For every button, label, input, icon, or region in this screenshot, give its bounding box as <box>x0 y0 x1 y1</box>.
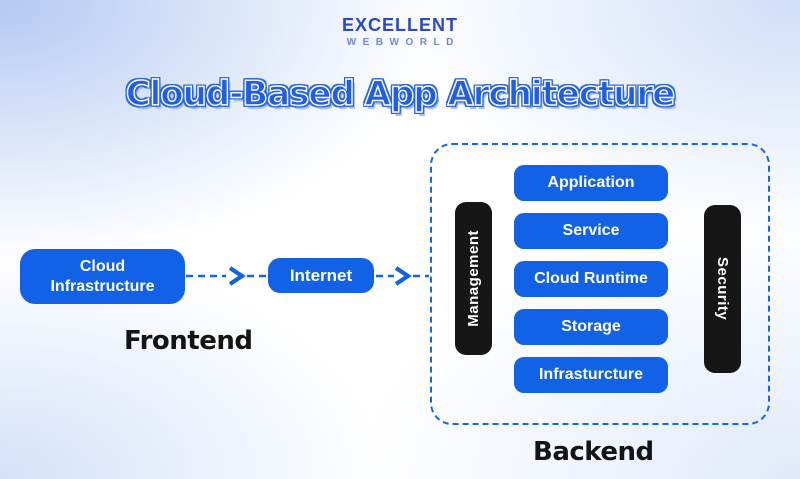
brand-subname: WEBWORLD <box>346 37 460 48</box>
brand-name: EXCELLENT <box>341 15 458 35</box>
brand-logo: EXCELLENT WEBWORLD <box>0 15 800 48</box>
layer-application: Application <box>514 165 668 201</box>
backend-layer-stack: Application Service Cloud Runtime Storag… <box>514 165 668 393</box>
layer-cloud-runtime: Cloud Runtime <box>514 261 668 297</box>
layer-service: Service <box>514 213 668 249</box>
security-label: Security <box>714 257 731 321</box>
security-pill: Security <box>704 205 741 373</box>
chevron-right-icon <box>228 266 246 286</box>
backend-boundary-box: Management Application Service Cloud Run… <box>430 143 770 425</box>
page-title: Cloud-Based App Architecture <box>125 73 676 114</box>
management-label: Management <box>465 230 482 327</box>
chevron-right-icon <box>394 266 412 286</box>
layer-storage: Storage <box>514 309 668 345</box>
internet-node: Internet <box>268 258 374 293</box>
cloud-infrastructure-node: Cloud Infrastructure <box>20 249 185 304</box>
frontend-section-label: Frontend <box>124 326 253 356</box>
layer-infrastructure: Infrasturcture <box>514 357 668 393</box>
arrow-cloud-to-internet <box>186 266 268 286</box>
management-pill: Management <box>455 202 492 355</box>
backend-section-label: Backend <box>533 437 654 467</box>
arrow-internet-to-backend <box>376 266 429 286</box>
